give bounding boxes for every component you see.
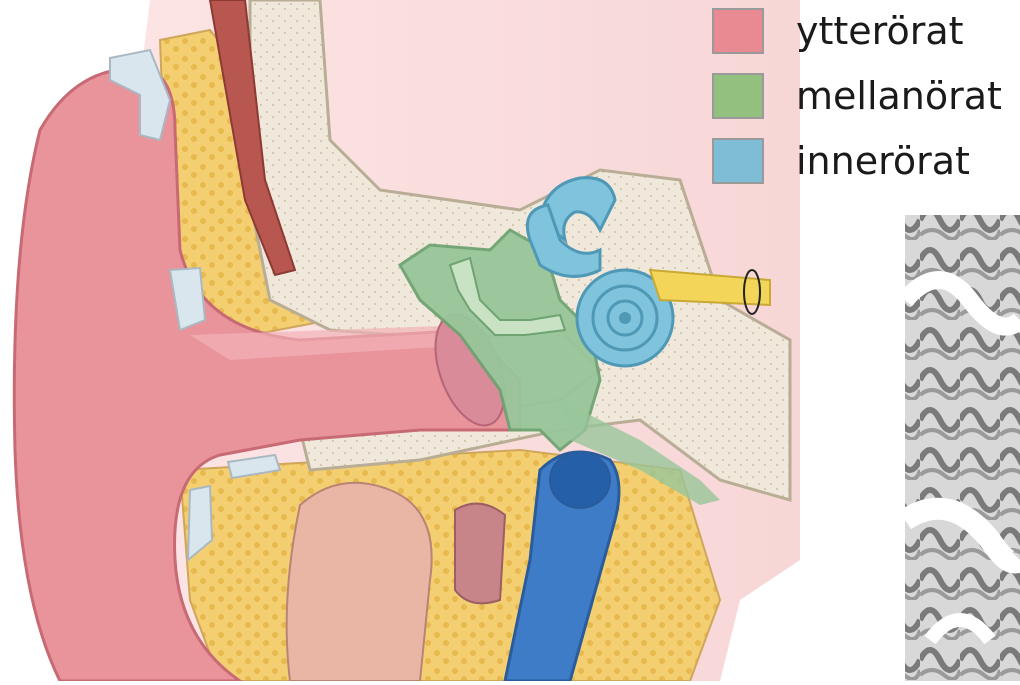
legend-label: innerörat: [796, 142, 970, 180]
blood-vessel-opening: [550, 452, 610, 508]
fat-tissue-lower: [180, 450, 720, 681]
lymph-node: [455, 504, 505, 604]
legend-swatch: [712, 138, 764, 184]
legend-item-outer-ear: ytterörat: [712, 8, 964, 54]
parotid-gland: [287, 483, 432, 681]
legend-swatch: [712, 8, 764, 54]
legend-label: mellanörat: [796, 77, 1002, 115]
legend-item-middle-ear: mellanörat: [712, 73, 1002, 119]
legend-swatch: [712, 73, 764, 119]
legend-item-inner-ear: innerörat: [712, 138, 970, 184]
legend-label: ytterörat: [796, 12, 964, 50]
micrograph-panel: [905, 215, 1020, 681]
